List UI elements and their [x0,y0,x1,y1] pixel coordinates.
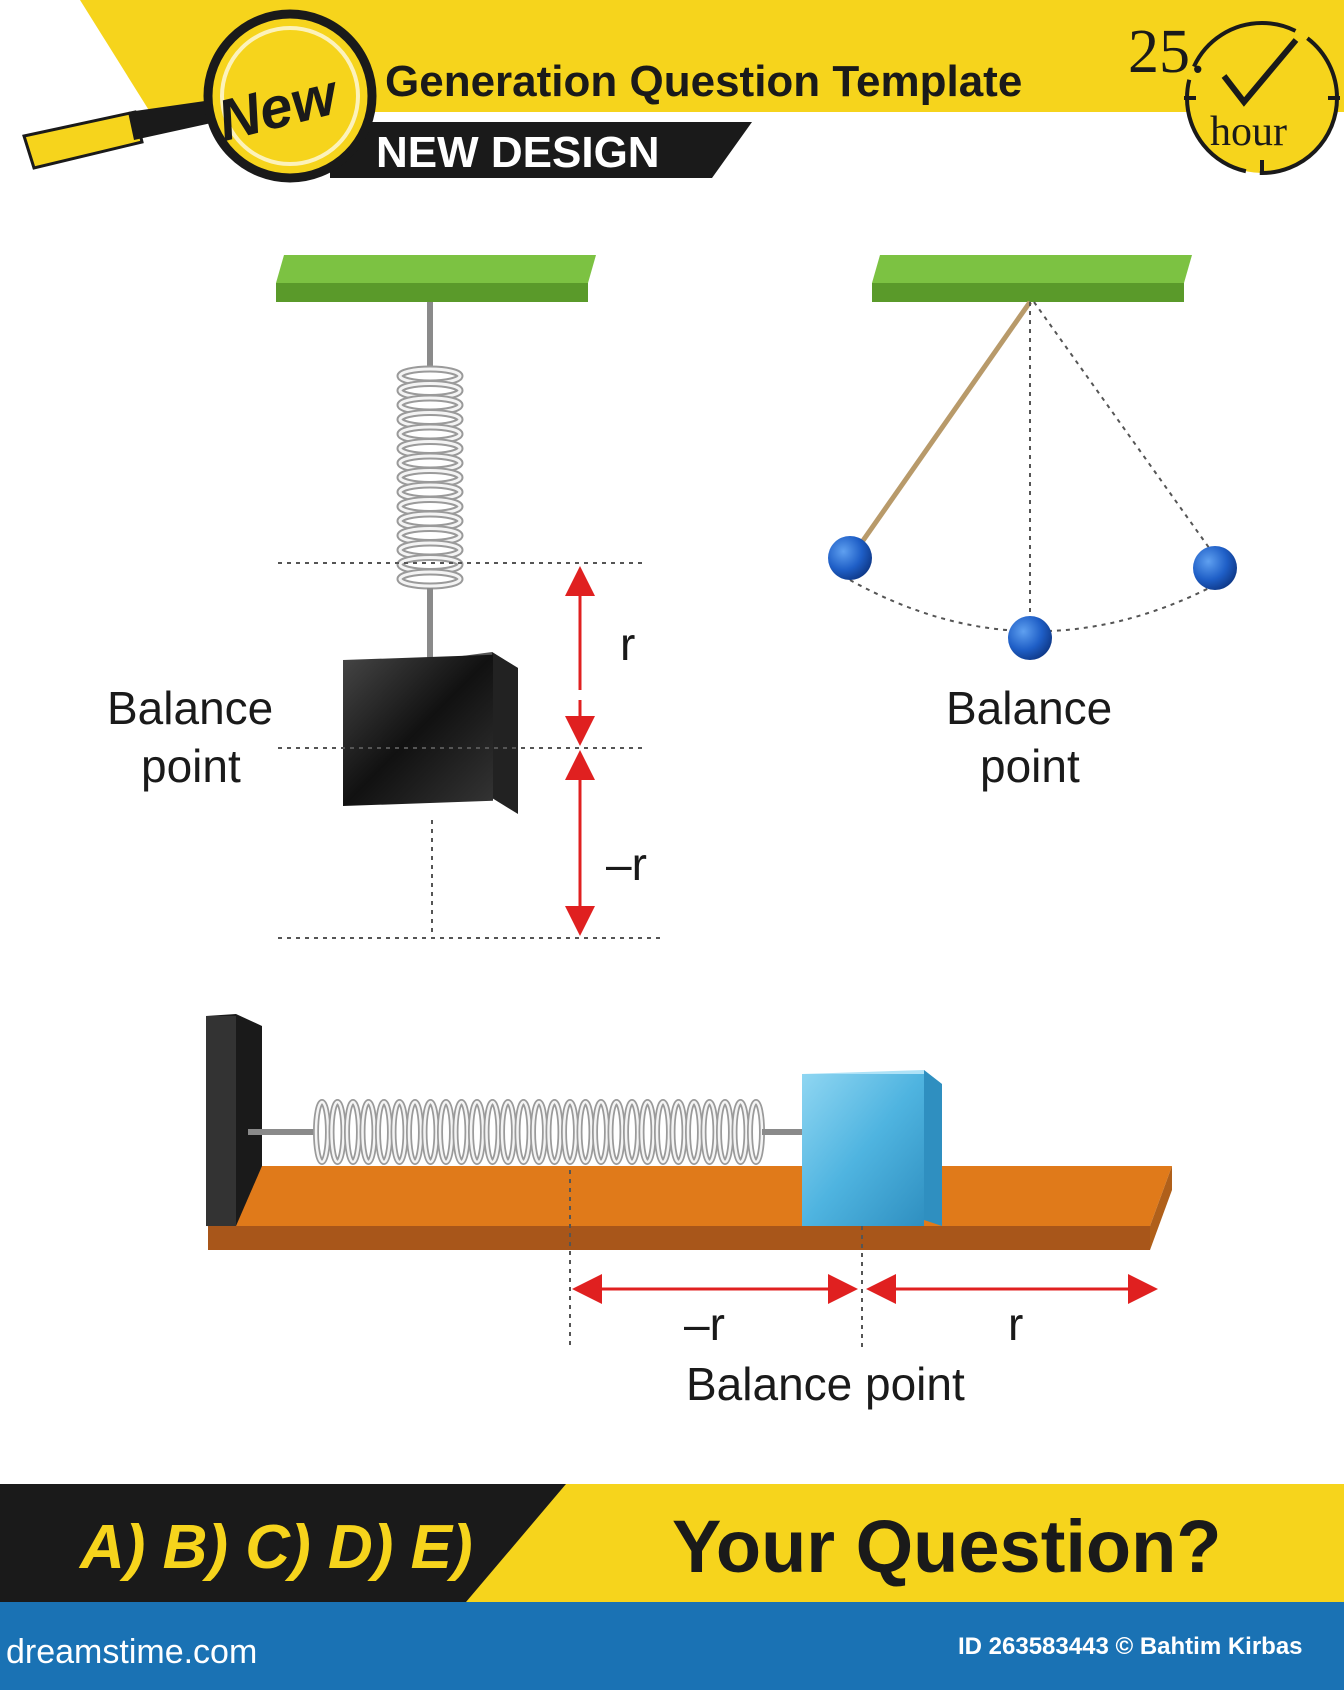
spring-coil-highlight [671,1100,686,1164]
spring-coil-highlight [423,1100,438,1164]
vertical-spring-diagram: r –r Balance point [107,255,660,939]
answer-options: A) B) C) D) E) [78,1513,473,1582]
spring-coil-highlight [609,1100,624,1164]
clock-check-icon [1184,21,1340,175]
spring-coil-highlight [330,1100,345,1164]
vertical-balance-label-line2: point [141,740,241,792]
spring-coil-highlight [531,1100,547,1164]
blue-block [802,1070,942,1226]
magnifier-icon [22,9,377,183]
pendulum-string [852,300,1033,554]
spring-coil-highlight [469,1100,485,1164]
spring-coil-highlight [500,1100,516,1164]
spring-coil-highlight [655,1100,671,1164]
black-wall [206,1014,262,1228]
spring-coil-highlight [485,1100,500,1164]
clock-number: 25. [1128,18,1206,86]
vertical-r-label: r [620,618,635,670]
spring-coil-highlight [702,1100,717,1164]
spring-coil-highlight [547,1100,562,1164]
spring-coil-highlight [516,1100,531,1164]
hanging-black-block [343,652,518,814]
spring-coil-highlight [454,1100,469,1164]
spring-coil-highlight [578,1100,593,1164]
spring-coil-highlight [376,1100,392,1164]
spring-coil-highlight [398,570,462,588]
question-prompt: Your Question? [672,1505,1222,1588]
footer-brand: dreamstime.com [6,1633,257,1671]
spring-coil-highlight [392,1100,407,1164]
pendulum-diagram: Balance point [828,255,1237,792]
pendulum-right-guide [1033,301,1213,553]
horizontal-balance-label: Balance point [686,1358,965,1410]
template-title: Generation Question Template [385,57,1022,106]
pendulum-ceiling [872,255,1192,302]
spring-coil-highlight [717,1100,733,1164]
header: New Generation Question Template NEW DES… [22,0,1344,183]
spring-coil-highlight [624,1100,640,1164]
new-design-label: NEW DESIGN [376,128,660,177]
spring-coil-highlight [407,1100,423,1164]
vertical-spring-coil [396,365,464,590]
pendulum-ball-center [1008,616,1052,660]
horizontal-r-label: r [1008,1298,1023,1350]
spring-coil-highlight [438,1100,454,1164]
spring-coil-highlight [733,1100,748,1164]
spring-coil-highlight [361,1100,376,1164]
answer-bar-black [0,1484,566,1602]
pendulum-balance-label-line1: Balance [946,682,1112,734]
footer-bar: dreamstime.com ID 263583443 © Bahtim Kir… [0,1602,1344,1690]
pendulum-balance-label-line2: point [980,740,1080,792]
answer-bar: A) B) C) D) E) Your Question? [0,1484,1344,1602]
spring-coil-highlight [314,1100,330,1164]
spring-coil-highlight [562,1100,578,1164]
vertical-balance-label-line1: Balance [107,682,273,734]
pendulum-ball-left [828,536,872,580]
header-black-band [330,122,752,178]
pendulum-ball-right [1193,546,1237,590]
clock-unit: hour [1210,109,1287,155]
header-yellow-band [80,0,1344,112]
vertical-minus-r-label: –r [606,838,647,890]
spring-coil-highlight [640,1100,655,1164]
footer-credit: ID 263583443 © Bahtim Kirbas [958,1633,1303,1660]
orange-floor [208,1166,1172,1250]
spring-coil-highlight [345,1100,361,1164]
horizontal-minus-r-label: –r [684,1298,725,1350]
horizontal-spring-diagram: –r r Balance point [206,1014,1172,1410]
spring-coil-highlight [686,1100,702,1164]
horizontal-spring-coil [313,1099,765,1165]
spring-coil-highlight [593,1100,609,1164]
ceiling-mount [276,255,596,302]
